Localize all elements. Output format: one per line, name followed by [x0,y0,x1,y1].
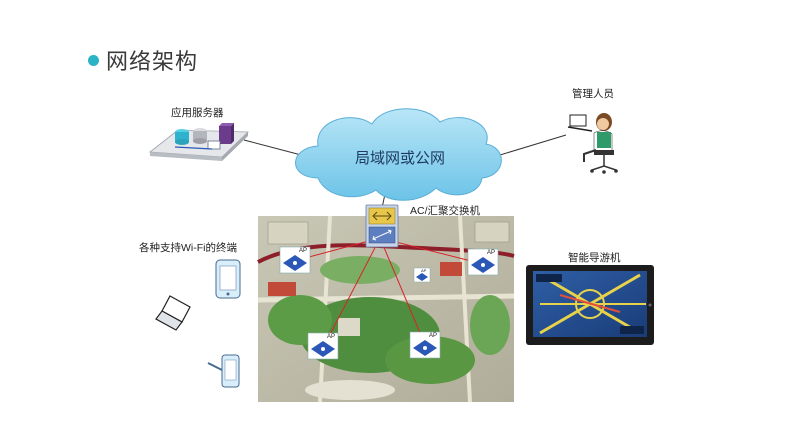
server-cloud-link [243,139,306,157]
ap-label: AP [429,333,438,339]
slide-title-row: 网络架构 [88,44,198,76]
ap-label: AP [487,250,496,256]
tablet-icon [215,259,241,299]
ap-label: AP [327,334,336,340]
slide-title: 网络架构 [106,49,199,74]
title-bullet-icon [88,54,99,66]
ac-switch-icon [365,204,399,248]
gps-guide-device-icon [526,265,654,345]
guide-device-label: 智能导游机 [568,252,621,264]
server-label: 应用服务器 [171,107,224,119]
cloud-label: 局域网或公网 [355,150,446,167]
ap-label: AP [421,268,427,273]
phone-icon [207,354,240,388]
admin-person-icon [567,113,618,174]
application-server-icon [148,123,249,161]
laptop-icon [155,295,191,331]
admin-label: 管理人员 [572,88,614,100]
network-cloud [295,108,502,201]
access-point-icon [279,246,499,360]
admin-cloud-link [499,134,567,156]
ap-label: AP [299,248,308,254]
switch-label: AC/汇聚交换机 [410,205,481,217]
terminals-label: 各种支持Wi-Fi的终端 [139,242,237,254]
